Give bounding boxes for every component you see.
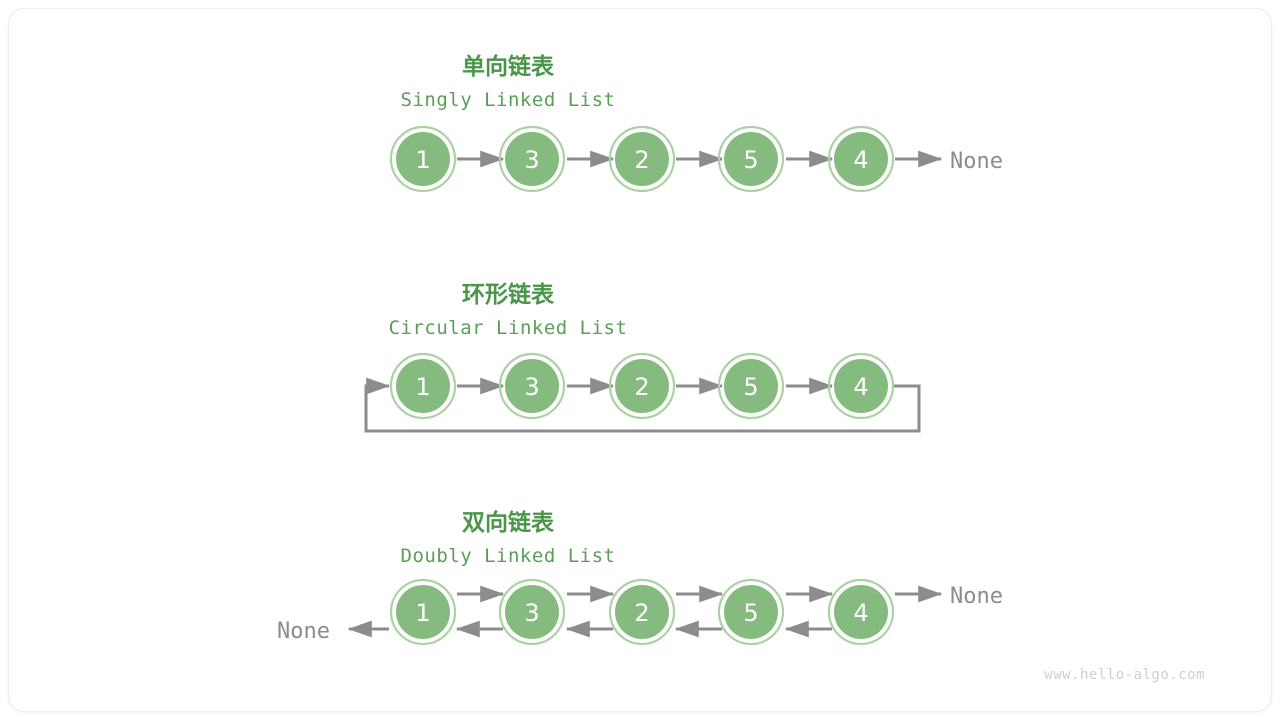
node-value: 1 [415,599,430,627]
section-title-cn-doubly: 双向链表 [462,509,555,536]
node-singly-2: 2 [608,125,676,193]
node-circular-2: 2 [608,352,676,420]
node-value: 4 [853,146,868,174]
section-title-cn-singly: 单向链表 [462,53,555,80]
tail-none-label-doubly: None [950,584,1003,609]
node-singly-0: 1 [389,125,457,193]
node-value: 3 [524,146,539,174]
section-singly-linked-list: 单向链表 Singly Linked List 1 3 [389,53,1003,193]
node-doubly-1: 3 [498,578,566,646]
node-doubly-2: 2 [608,578,676,646]
section-title-en-singly: Singly Linked List [401,89,616,111]
node-value: 2 [634,599,649,627]
node-value: 3 [524,373,539,401]
node-circular-1: 3 [498,352,566,420]
section-circular-linked-list: 环形链表 Circular Linked List 1 3 [364,281,921,433]
node-circular-3: 5 [717,352,785,420]
section-title-en-doubly: Doubly Linked List [401,545,616,567]
tail-none-label-singly: None [950,149,1003,174]
node-value: 5 [743,599,758,627]
node-value: 4 [853,373,868,401]
node-value: 1 [415,146,430,174]
node-doubly-4: 4 [827,578,895,646]
circular-loopback-path [364,377,921,433]
section-title-cn-circular: 环形链表 [462,281,555,308]
node-value: 5 [743,146,758,174]
node-singly-1: 3 [498,125,566,193]
node-value: 2 [634,146,649,174]
node-value: 4 [853,599,868,627]
node-singly-3: 5 [717,125,785,193]
section-title-en-circular: Circular Linked List [389,317,628,339]
section-doubly-linked-list: 双向链表 Doubly Linked List None [277,509,1003,646]
node-value: 3 [524,599,539,627]
linked-list-diagram: 单向链表 Singly Linked List 1 3 [277,53,1205,683]
node-value: 1 [415,373,430,401]
head-none-label-doubly: None [277,619,330,644]
node-value: 2 [634,373,649,401]
diagram-card: 单向链表 Singly Linked List 1 3 [8,8,1272,712]
node-doubly-0: 1 [389,578,457,646]
node-circular-4: 4 [827,352,895,420]
node-doubly-3: 5 [717,578,785,646]
watermark-text: www.hello-algo.com [1044,667,1205,683]
node-singly-4: 4 [827,125,895,193]
node-circular-0: 1 [389,352,457,420]
node-value: 5 [743,373,758,401]
